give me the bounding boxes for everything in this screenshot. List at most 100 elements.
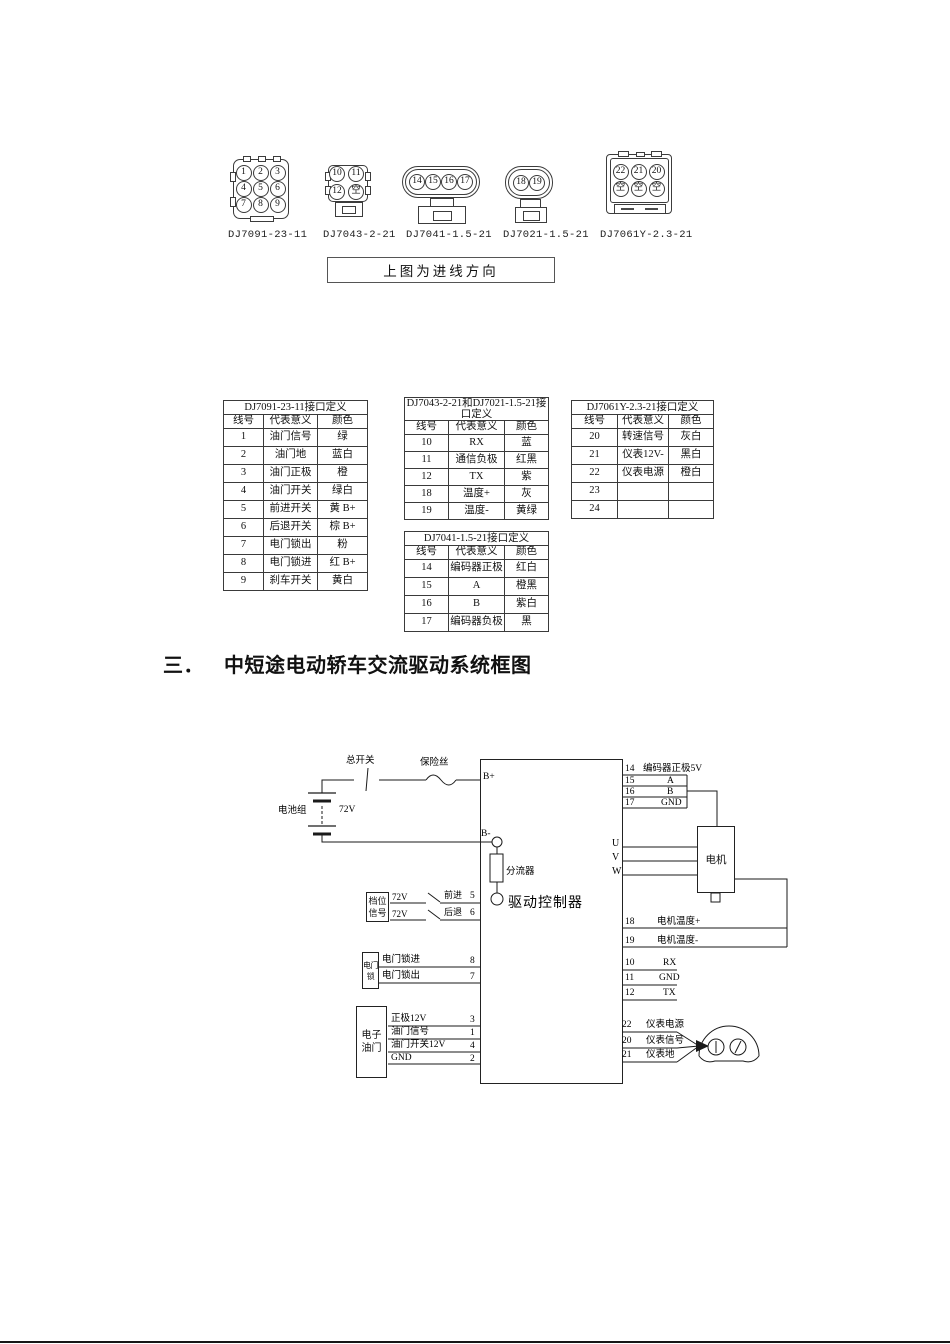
pin-cavity: 3 [269, 165, 286, 181]
b-minus-terminal: B- [481, 829, 491, 839]
battery-top-wire [321, 779, 480, 793]
keylock-out-label: 电门锁出 [382, 971, 421, 981]
table-header-row: 线号 代表意义 颜色 [223, 414, 369, 429]
table-cell: 7 [223, 536, 264, 555]
table-title: DJ7041-1.5-21接口定义 [403, 531, 550, 546]
phase-w-label: W [612, 866, 622, 877]
drive-controller-box [480, 759, 623, 1084]
table-cell: 15 [404, 577, 449, 596]
table-cell: 4 [223, 482, 264, 501]
connector-slot [614, 204, 666, 214]
heading-title: 中短途电动轿车交流驱动系统框图 [224, 655, 532, 677]
keylock-in-pin: 8 [470, 956, 475, 966]
connector-notch [250, 216, 274, 222]
pin-cavity: 20 [648, 164, 665, 180]
throttle-r1-pin: 3 [470, 1015, 475, 1025]
comm-pin-12: 12 [625, 988, 635, 998]
encoder-pin-lines [622, 774, 688, 809]
connector-tab [230, 172, 236, 182]
meter-pin-22: 22 [622, 1020, 632, 1030]
table-row: 23 [571, 482, 715, 501]
table-cell: 编码器负极 [448, 613, 505, 632]
heading-number: 三． [163, 655, 204, 677]
note-text: 上图为进线方向 [383, 264, 499, 279]
pin-cavity: 1 [235, 165, 252, 181]
table-cell: 24 [571, 500, 618, 519]
table-header-row: 线号 代表意义 颜色 [571, 414, 715, 429]
table-cell: 17 [404, 613, 449, 632]
table-cell: 14 [404, 559, 449, 578]
battery-bottom-wire [321, 835, 492, 843]
connector-label: DJ7041-1.5-21 [406, 229, 492, 241]
table-cell: 3 [223, 464, 264, 483]
table-header: 线号 [404, 545, 449, 560]
table-cell: 橙 [316, 464, 369, 483]
throttle-r3-label: 油门开关12V [391, 1040, 446, 1050]
pin-cavity: 16 [441, 174, 457, 190]
table-cell: 22 [571, 464, 618, 483]
table-cell: 红白 [503, 559, 550, 578]
table-title-row: DJ7061Y-2.3-21接口定义 [570, 400, 715, 415]
table-cell: 20 [571, 428, 618, 447]
keylock-box: 电门 锁 [362, 952, 379, 989]
forward-pin: 5 [470, 891, 475, 901]
keylock-out-pin: 7 [470, 972, 475, 982]
shunt-body [489, 853, 504, 883]
gauge-right-needle [734, 1040, 742, 1054]
table-header: 颜色 [316, 414, 369, 429]
meter-wires [622, 1031, 677, 1063]
encoder-pin-16: 16 [625, 787, 635, 797]
table-cell: 黄绿 [503, 502, 550, 520]
table-cell: 粉 [316, 536, 369, 555]
table-cell: 转速信号 [617, 428, 669, 447]
pin-cavity: 5 [252, 181, 269, 197]
table-cell: 11 [404, 451, 449, 469]
table-header: 代表意义 [617, 414, 669, 429]
pin-cavity: 17 [457, 174, 473, 190]
table-cell: 油门信号 [263, 428, 318, 447]
connector-inner-ring [508, 169, 550, 196]
pin-table-dj7043-dj7021: DJ7043-2-21和DJ7021-1.5-21接口定义 线号 代表意义 颜色… [403, 397, 550, 520]
throttle-label-1: 电子 [361, 1030, 382, 1041]
shunt-label: 分流器 [506, 867, 535, 877]
keylock-in-label: 电门锁进 [382, 955, 421, 965]
fuse-symbol [425, 774, 457, 786]
pin-cavity: 6 [269, 181, 286, 197]
table-cell: 10 [404, 434, 449, 452]
table-cell: 前进开关 [263, 500, 318, 519]
connector-tab [365, 172, 371, 181]
table-cell: 红 B+ [316, 554, 369, 573]
gear-voltage-bottom: 72V [392, 909, 408, 919]
main-switch-label: 总开关 [346, 756, 375, 766]
keylock-wires [379, 966, 480, 984]
encoder-label-15: A [667, 776, 674, 786]
table-cell: A [448, 577, 505, 596]
pin-cavity: 4 [235, 181, 252, 197]
table-cell: 19 [404, 502, 449, 520]
connector-label: DJ7043-2-21 [323, 229, 396, 241]
table-row: 24 [571, 500, 715, 519]
battery-plate-short [313, 799, 331, 836]
meter-label-20: 仪表信号 [646, 1036, 685, 1046]
throttle-label-2: 油门 [361, 1043, 382, 1054]
connector-tab [618, 151, 629, 157]
throttle-r4-label: GND [391, 1053, 412, 1063]
table-cell [617, 482, 669, 501]
table-cell: 后退开关 [263, 518, 318, 537]
pin-cavity: 15 [425, 174, 441, 190]
connector-inner-ring [405, 169, 477, 195]
table-cell: 刹车开关 [263, 572, 318, 591]
table-cell: 8 [223, 554, 264, 573]
entry-direction-note: 上图为进线方向 [327, 257, 555, 283]
